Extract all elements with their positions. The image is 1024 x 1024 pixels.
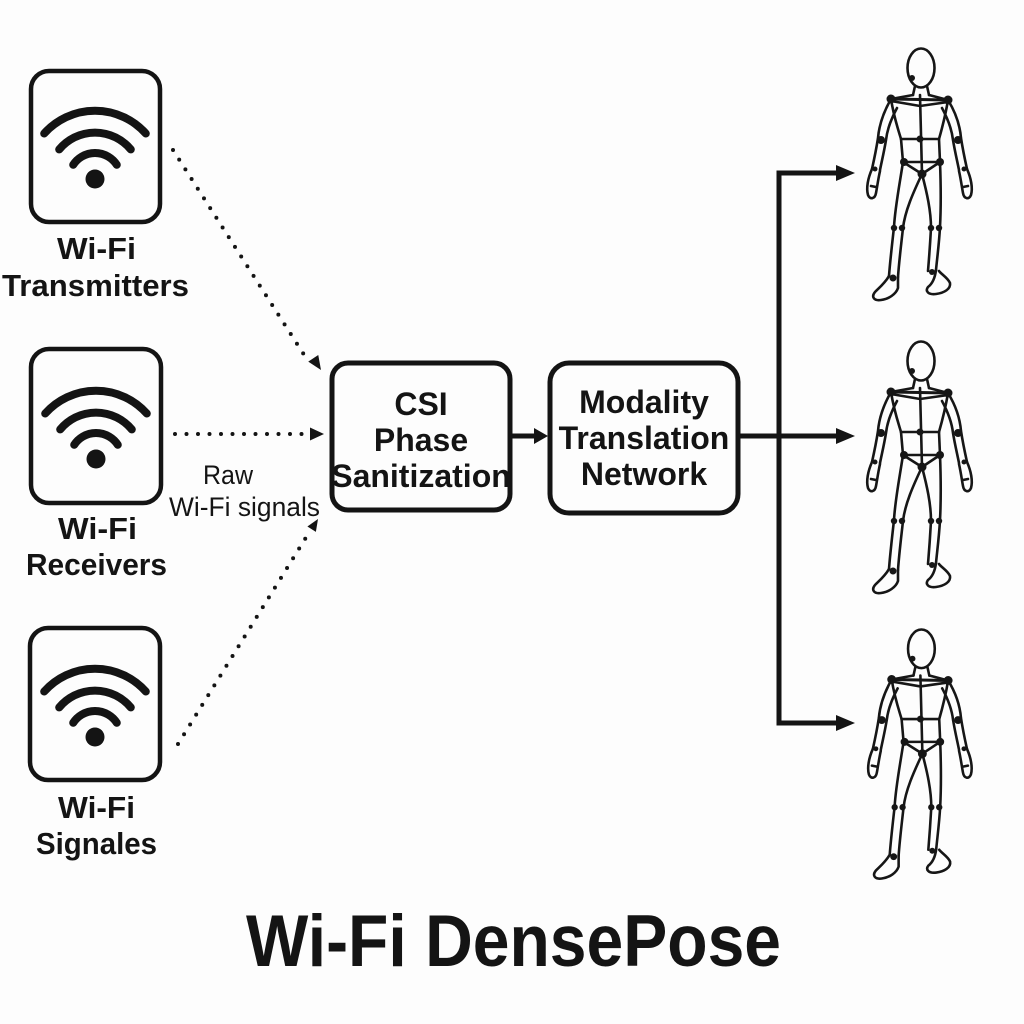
- svg-text:Wi-Fi: Wi-Fi: [57, 231, 136, 266]
- svg-text:Modality: Modality: [579, 384, 709, 420]
- svg-text:Transmitters: Transmitters: [2, 268, 189, 303]
- svg-text:Raw: Raw: [203, 460, 253, 490]
- svg-text:Sanitization: Sanitization: [331, 458, 511, 494]
- svg-text:Wi-Fi: Wi-Fi: [58, 511, 137, 546]
- svg-text:Signales: Signales: [36, 826, 157, 861]
- svg-text:Wi-Fi signals: Wi-Fi signals: [169, 492, 320, 522]
- svg-text:Receivers: Receivers: [26, 547, 167, 582]
- svg-text:Phase: Phase: [374, 422, 468, 458]
- svg-text:Translation: Translation: [559, 420, 730, 456]
- svg-text:Network: Network: [581, 456, 707, 492]
- svg-text:Wi-Fi DensePose: Wi-Fi DensePose: [246, 901, 781, 982]
- svg-text:Wi-Fi: Wi-Fi: [58, 790, 135, 825]
- svg-text:CSI: CSI: [394, 386, 447, 422]
